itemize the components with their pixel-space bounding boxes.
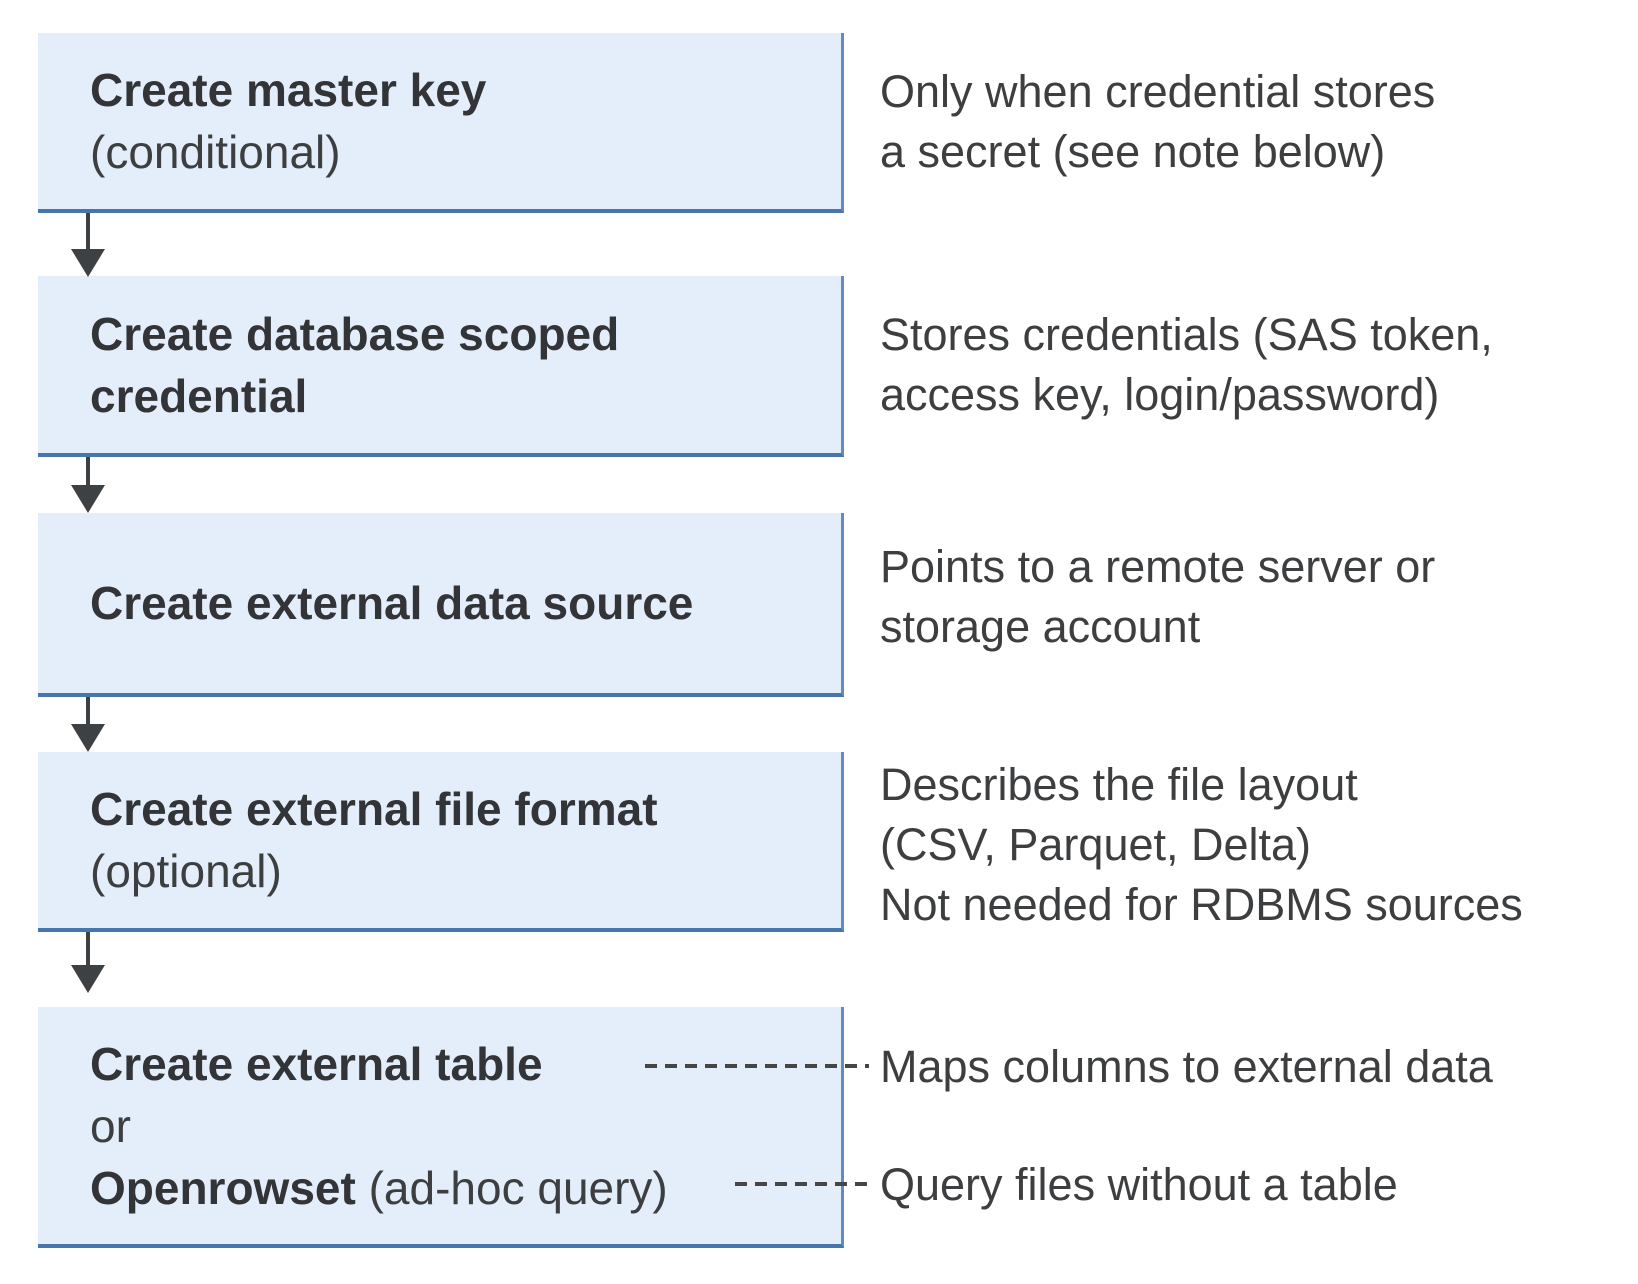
step-title: Create external table [90,1037,543,1090]
step-box-create-external-table-or-openrowset: Create external table or Openrowset (ad-… [38,1007,844,1248]
step-title: Create external file format [90,783,658,835]
note-external-table: Maps columns to external data [880,1041,1493,1092]
step-title-external-table: Create external table [90,1033,841,1095]
step-box-create-external-file-format: Create external file format (optional) [38,752,844,932]
note-master-key: Only when credential stores a secret (se… [880,66,1436,177]
note-openrowset: Query files without a table [880,1159,1398,1210]
step-conjunction: or [90,1099,131,1152]
step-title: Create master key [90,64,487,116]
step-box-create-external-data-source: Create external data source [38,513,844,697]
step-qualifier: (optional) [90,845,282,897]
down-arrow-icon [71,485,105,513]
down-arrow-icon [71,965,105,993]
step-title: Create database scoped credential [90,307,620,422]
note-external-data-source: Points to a remote server or storage acc… [880,541,1436,652]
note-external-file-format: Describes the file layout (CSV, Parquet,… [880,759,1523,930]
down-arrow-shaft [86,213,90,249]
down-arrow-shaft [86,932,90,965]
step-title-openrowset: Openrowset (ad-hoc query) [90,1161,668,1214]
dashed-connector-external-table [645,1064,869,1068]
step-title: Create external data source [90,577,694,629]
step-box-create-database-scoped-credential: Create database scoped credential [38,276,844,457]
step-qualifier: (ad-hoc query) [355,1161,668,1214]
note-database-scoped-credential: Stores credentials (SAS token, access ke… [880,309,1493,420]
down-arrow-icon [71,724,105,752]
down-arrow-icon [71,249,105,277]
step-qualifier: (conditional) [90,126,341,178]
down-arrow-shaft [86,457,90,485]
down-arrow-shaft [86,697,90,724]
dashed-connector-openrowset [735,1182,867,1186]
step-box-create-master-key: Create master key (conditional) [38,33,844,213]
